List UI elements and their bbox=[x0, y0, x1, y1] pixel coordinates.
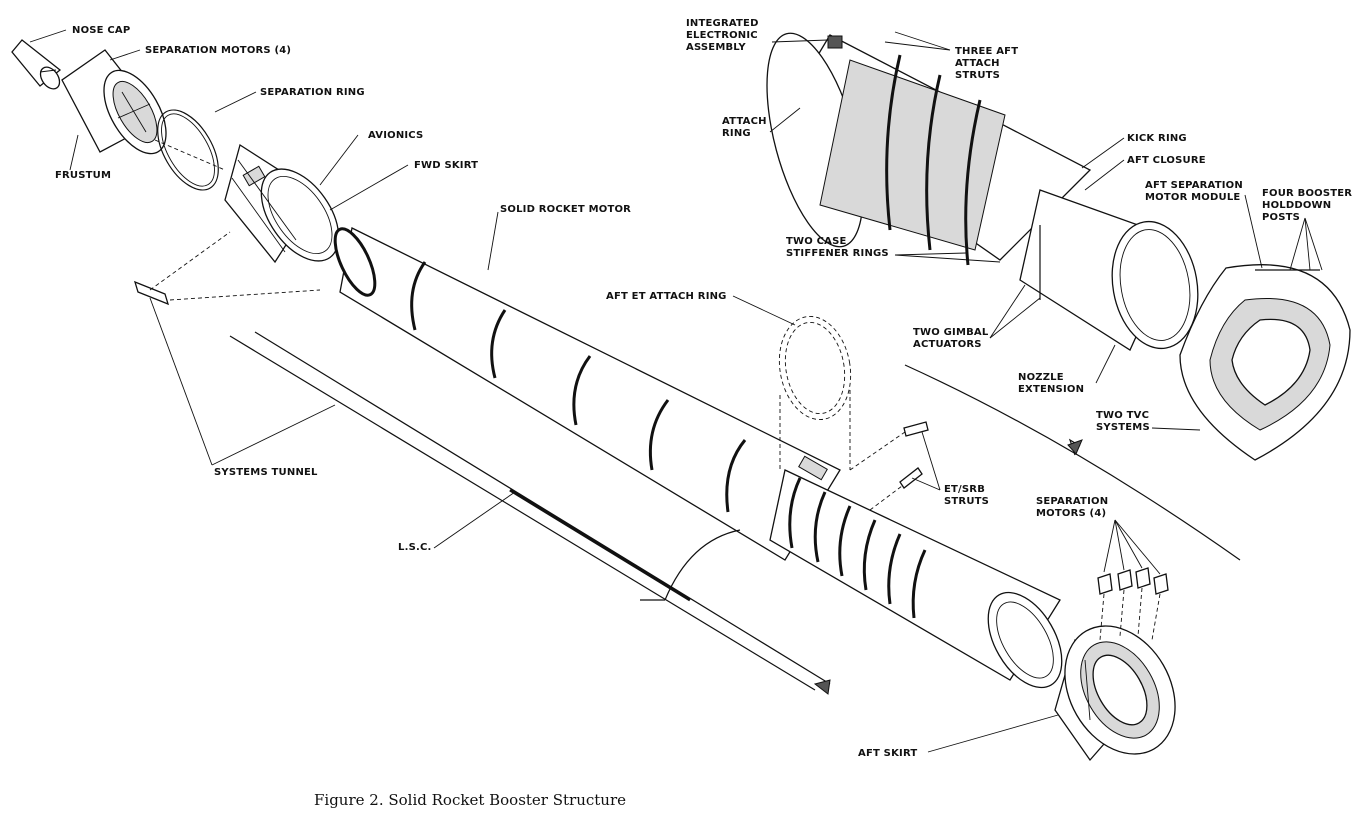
inset-sweep-line bbox=[904, 364, 1241, 561]
nose-cap-part bbox=[11, 39, 62, 90]
label-two-gimbal-1: TWO GIMBAL bbox=[913, 327, 989, 338]
labels: NOSE CAP SEPARATION MOTORS (4) SEPARATIO… bbox=[55, 18, 1352, 759]
label-attach-ring-1: ATTACH bbox=[722, 116, 767, 127]
label-solid-rocket-motor: SOLID ROCKET MOTOR bbox=[500, 204, 631, 215]
aft-et-attach-ring-part bbox=[778, 315, 852, 470]
label-avionics: AVIONICS bbox=[368, 130, 423, 141]
label-three-aft-attach-3: STRUTS bbox=[955, 70, 1000, 81]
label-et-srb-struts-2: STRUTS bbox=[944, 496, 989, 507]
label-two-case-2: STIFFENER RINGS bbox=[786, 248, 889, 259]
label-two-tvc-2: SYSTEMS bbox=[1096, 422, 1150, 433]
fwd-fitting-part bbox=[133, 231, 321, 306]
label-aft-sep-module-2: MOTOR MODULE bbox=[1145, 192, 1240, 203]
label-attach-ring-2: RING bbox=[722, 128, 751, 139]
label-systems-tunnel: SYSTEMS TUNNEL bbox=[214, 467, 318, 478]
frustum-part bbox=[61, 49, 167, 155]
label-integrated-electronic-2: ELECTRONIC bbox=[686, 30, 758, 41]
label-nose-cap: NOSE CAP bbox=[72, 25, 130, 36]
label-aft-skirt: AFT SKIRT bbox=[858, 748, 917, 759]
label-separation-motors-aft-1: SEPARATION bbox=[1036, 496, 1108, 507]
label-two-tvc-1: TWO TVC bbox=[1096, 410, 1149, 421]
systems-tunnel-part bbox=[229, 331, 831, 695]
label-four-booster-3: POSTS bbox=[1262, 212, 1300, 223]
leader-lines bbox=[29, 29, 1323, 753]
label-three-aft-attach-2: ATTACH bbox=[955, 58, 1000, 69]
label-four-booster-1: FOUR BOOSTER bbox=[1262, 188, 1352, 199]
label-four-booster-2: HOLDDOWN bbox=[1262, 200, 1331, 211]
label-three-aft-attach-1: THREE AFT bbox=[955, 46, 1018, 57]
fwd-skirt-part bbox=[224, 143, 340, 264]
label-kick-ring: KICK RING bbox=[1127, 133, 1187, 144]
label-fwd-skirt: FWD SKIRT bbox=[414, 160, 478, 171]
et-srb-struts-part bbox=[849, 421, 929, 511]
label-separation-motors-fwd: SEPARATION MOTORS (4) bbox=[145, 45, 291, 56]
label-two-gimbal-2: ACTUATORS bbox=[913, 339, 982, 350]
label-lsc: L.S.C. bbox=[398, 542, 432, 553]
figure-caption: Figure 2. Solid Rocket Booster Structure bbox=[314, 791, 626, 809]
label-frustum: FRUSTUM bbox=[55, 170, 111, 181]
label-aft-closure: AFT CLOSURE bbox=[1127, 155, 1206, 166]
solid-rocket-motor-part bbox=[333, 227, 1063, 689]
label-separation-motors-aft-2: MOTORS (4) bbox=[1036, 508, 1106, 519]
label-aft-sep-module-1: AFT SEPARATION bbox=[1145, 180, 1243, 191]
label-two-case-1: TWO CASE bbox=[786, 236, 847, 247]
label-integrated-electronic-1: INTEGRATED bbox=[686, 18, 759, 29]
label-et-srb-struts-1: ET/SRB bbox=[944, 484, 985, 495]
aft-separation-motor-module-part bbox=[1179, 264, 1351, 461]
label-nozzle-ext-1: NOZZLE bbox=[1018, 372, 1064, 383]
label-nozzle-ext-2: EXTENSION bbox=[1018, 384, 1084, 395]
aft-skirt-part bbox=[1054, 625, 1176, 762]
separation-ring-part bbox=[154, 109, 226, 191]
label-aft-et-attach-ring: AFT ET ATTACH RING bbox=[606, 291, 727, 302]
label-integrated-electronic-3: ASSEMBLY bbox=[686, 42, 746, 53]
aft-separation-motors-part bbox=[1097, 567, 1169, 641]
label-separation-ring: SEPARATION RING bbox=[260, 87, 365, 98]
aft-inset-part bbox=[766, 32, 1199, 351]
